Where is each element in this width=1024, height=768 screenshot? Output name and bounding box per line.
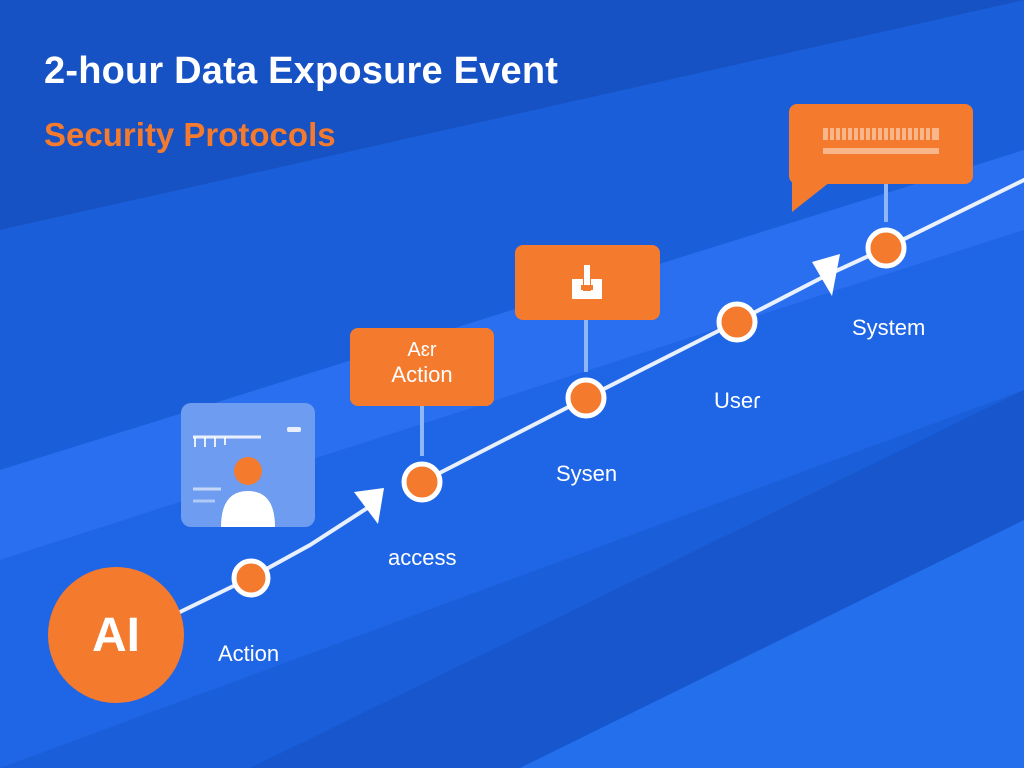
arrowhead-1: [354, 488, 384, 524]
message-icon: [823, 128, 939, 154]
callout-action-line2: Action: [391, 362, 453, 387]
node-sysen: [565, 377, 607, 419]
user-profile-icon: [181, 403, 315, 527]
node-user: [716, 301, 758, 343]
callout-upload: [515, 245, 660, 320]
user-profile-icon-art: [193, 427, 301, 527]
upload-icon: [572, 265, 602, 299]
label-user: Useɾ: [714, 388, 761, 413]
node-access: [401, 461, 443, 503]
node-system: [865, 227, 907, 269]
callout-action: Aɛr Action: [350, 328, 494, 406]
arrowhead-2: [812, 254, 840, 296]
flow-line: [178, 178, 1024, 614]
label-action: Action: [218, 641, 280, 666]
callout-message: [789, 104, 973, 184]
node-action: [231, 558, 271, 598]
label-system: System: [852, 315, 926, 340]
page-subtitle: Security Protocols: [44, 116, 336, 153]
page-title: 2-hour Data Exposure Event: [44, 50, 559, 92]
label-sysen: Sysen: [556, 461, 618, 486]
ai-badge: AI: [48, 567, 184, 703]
callout-action-line1: Aɛr: [407, 339, 437, 361]
label-access: access: [388, 545, 457, 570]
